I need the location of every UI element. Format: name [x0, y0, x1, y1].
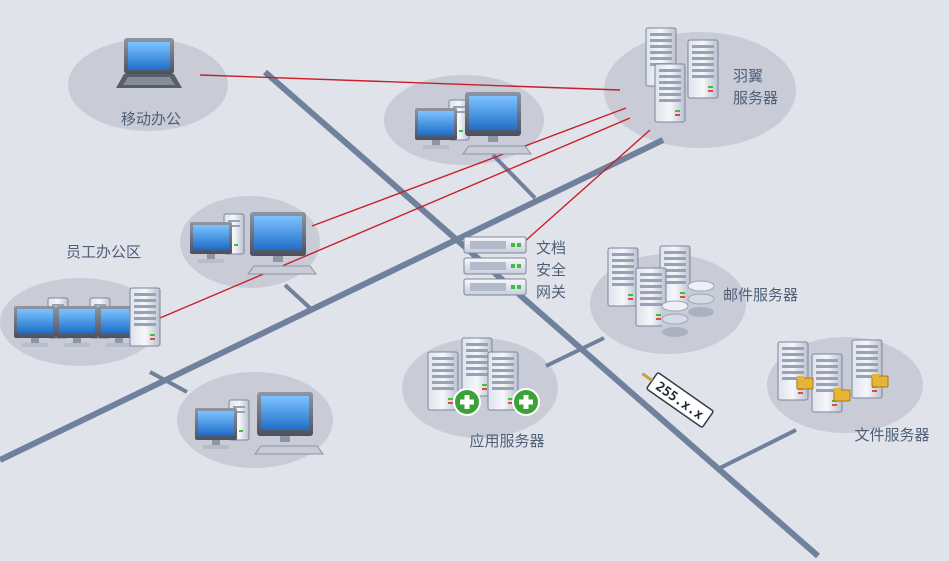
backbone-cross: [263, 69, 820, 559]
laptop-icon: [116, 38, 182, 88]
doc-security-gateway-node: 文档 安全 网关: [463, 236, 566, 301]
mobile-office-label: 移动办公: [121, 110, 181, 128]
app-server-node: 应用服务器: [427, 337, 545, 450]
branch-app-server: [545, 336, 605, 368]
network-backbone: [0, 69, 820, 559]
mail-server-node: 邮件服务器: [607, 245, 798, 338]
rack-server-icon: [463, 278, 527, 296]
server-tower-icon: [129, 287, 161, 347]
server-tower-icon: [851, 339, 883, 399]
branch-pc-mid: [283, 283, 312, 310]
link-mobile-to-yuyi: [199, 74, 621, 91]
doc-gateway-label-line2: 安全: [536, 261, 566, 279]
secure-links: [159, 74, 651, 319]
link-pcmid-to-yuyi: [311, 107, 627, 227]
file-server-node: 文件服务器: [777, 339, 930, 444]
branch-file-server: [719, 428, 797, 470]
link-gateway-to-yuyi: [514, 129, 651, 251]
mail-server-label: 邮件服务器: [723, 286, 798, 304]
server-tower-icon: [607, 247, 639, 307]
folder-icon: [871, 373, 889, 388]
server-tower-icon: [777, 341, 809, 401]
link-pcrow-to-yuyi: [159, 117, 631, 319]
file-server-label: 文件服务器: [854, 426, 929, 444]
mobile-office-node: 移动办公: [116, 38, 182, 128]
yuyi-server-label-line1: 羽翼: [733, 67, 763, 85]
plus-circle-icon: [453, 388, 481, 416]
server-tower-icon: [811, 353, 843, 413]
app-server-label: 应用服务器: [469, 432, 544, 450]
folder-icon: [833, 387, 851, 402]
server-tower-icon: [635, 267, 667, 327]
server-tower-icon: [687, 39, 719, 99]
yuyi-server-node: 羽翼 服务器: [645, 27, 778, 123]
server-tower-icon: [654, 63, 686, 123]
rack-server-icon: [463, 236, 527, 254]
branch-ws-top: [491, 153, 537, 200]
branch-pc-row: [149, 370, 188, 394]
doc-gateway-label-line3: 网关: [536, 283, 566, 301]
branch-links: [149, 153, 797, 470]
rack-server-icon: [463, 257, 527, 275]
ip-tag: 255.x.x: [641, 372, 714, 428]
staff-office-area-label: 员工办公区: [66, 243, 141, 261]
yuyi-server-label-line2: 服务器: [733, 89, 778, 107]
doc-gateway-label-line1: 文档: [536, 239, 566, 257]
database-icon: [687, 280, 715, 318]
database-icon: [661, 300, 689, 338]
backbone-main: [0, 137, 665, 463]
plus-circle-icon: [512, 388, 540, 416]
folder-icon: [796, 375, 814, 390]
